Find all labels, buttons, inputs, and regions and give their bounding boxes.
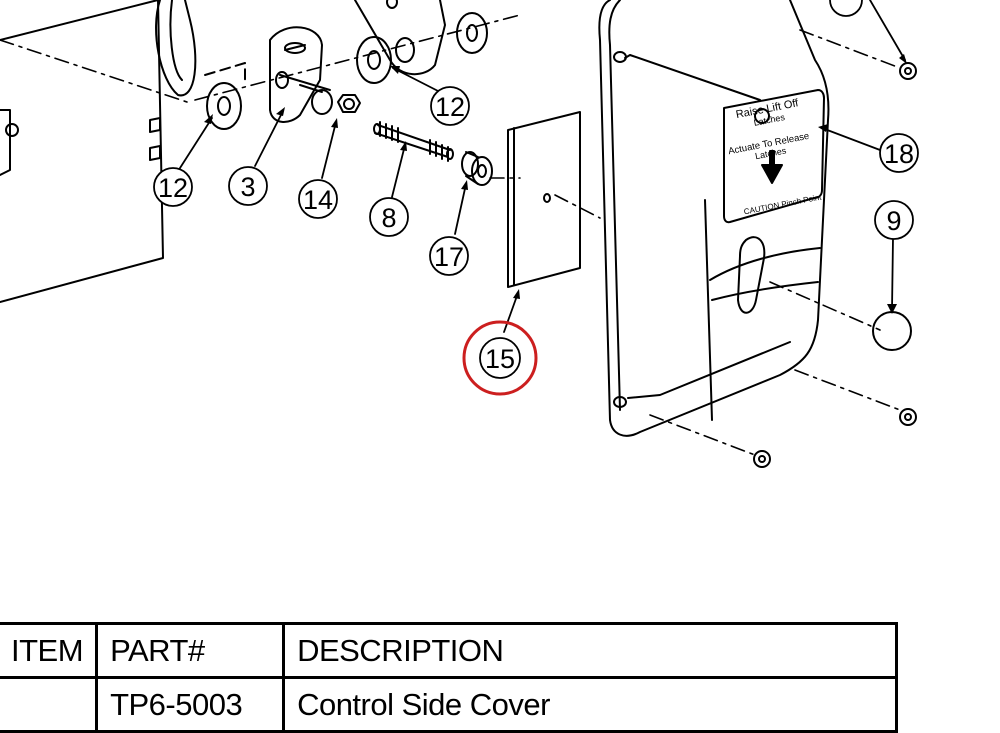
pad-15 [507,111,581,288]
bushing-17 [461,151,493,186]
exploded-parts-diagram: 12 3 14 8 12 17 15 18 9 Raise Lift Off L… [0,0,919,468]
table-row: TP6-5003 Control Side Cover [0,676,899,733]
header-description: DESCRIPTION [282,622,899,679]
cell-description: Control Side Cover [282,676,899,733]
callout-15: 15 [485,344,515,374]
washer-12-right [356,36,392,84]
washer-top-right [456,12,488,54]
hinge-plate [354,0,446,76]
callout-3: 3 [240,172,255,202]
callout-8: 8 [381,203,396,233]
nut-14 [337,94,361,113]
highlight-circle [462,320,538,396]
callout-12-left: 12 [158,173,188,203]
lanyard-loop [155,0,197,97]
screw-bottom [753,450,771,468]
side-panel [0,0,164,303]
cell-part-number: TP6-5003 [95,676,286,733]
washer-12-left [206,82,242,130]
warning-decal [723,89,825,224]
callout-9: 9 [886,206,901,236]
callout-17: 17 [434,242,464,272]
callout-14: 14 [303,185,333,215]
callout-12-right: 12 [435,92,465,122]
header-item: ITEM [0,622,99,679]
header-part-number: PART# [95,622,286,679]
control-side-cover [598,0,830,437]
cell-item [0,676,99,733]
plug-9 [872,311,912,351]
decal-line-5: CAUTION Pinch Point [743,192,823,216]
bolt-8 [373,121,454,162]
callout-18: 18 [884,139,914,169]
screw-mid-right [899,408,917,426]
screw-top-right [899,62,917,80]
parts-table: ITEM PART# DESCRIPTION TP6-5003 Control … [0,622,899,733]
latch-3 [269,26,333,123]
table-header-row: ITEM PART# DESCRIPTION [0,622,899,679]
